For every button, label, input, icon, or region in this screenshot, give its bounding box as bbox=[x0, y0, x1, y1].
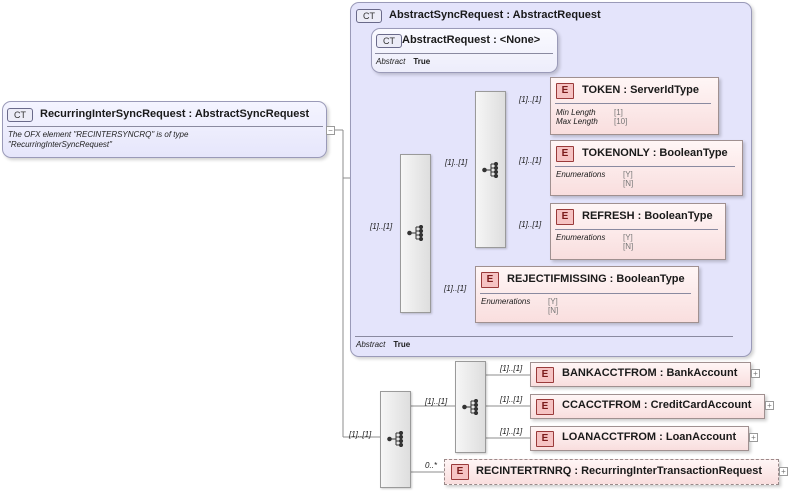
rejectifmissing-enum-y: [Y] bbox=[548, 297, 558, 306]
rejectifmissing-title: REJECTIFMISSING : BooleanType bbox=[507, 273, 685, 285]
tokenonly-element[interactable]: E TOKENONLY : BooleanType Enumerations [… bbox=[550, 140, 743, 196]
element-icon: E bbox=[451, 464, 469, 480]
sequence-icon bbox=[482, 162, 499, 178]
root-type-note: The OFX element "RECINTERSYNCRQ" is of t… bbox=[8, 130, 189, 149]
tokenonly-card: [1]..[1] bbox=[519, 156, 542, 165]
rejectifmissing-element[interactable]: E REJECTIFMISSING : BooleanType Enumerat… bbox=[475, 266, 699, 323]
rejectifmissing-enumerations: Enumerations bbox=[481, 297, 531, 306]
divider bbox=[480, 293, 691, 294]
element-icon: E bbox=[536, 367, 554, 383]
element-icon: E bbox=[536, 431, 554, 447]
ccacctfrom-card: [1]..[1] bbox=[500, 395, 523, 404]
token-element[interactable]: E TOKEN : ServerIdType Min Length [1] Ma… bbox=[550, 77, 719, 135]
main-sequence-card: [1]..[1] bbox=[370, 222, 393, 231]
expand-icon[interactable]: + bbox=[765, 401, 774, 410]
tokenonly-enum-n: [N] bbox=[623, 179, 634, 188]
root-type-title: RecurringInterSyncRequest : AbstractSync… bbox=[40, 108, 310, 120]
recintertrnrq-element[interactable]: E RECINTERTRNRQ : RecurringInterTransact… bbox=[444, 459, 779, 485]
lower-sequence-card: [1]..[1] bbox=[349, 430, 372, 439]
expand-icon[interactable]: + bbox=[779, 467, 788, 476]
divider bbox=[555, 166, 735, 167]
token-title: TOKEN : ServerIdType bbox=[582, 84, 699, 96]
ccacctfrom-title: CCACCTFROM : CreditCardAccount bbox=[562, 399, 752, 411]
expand-icon[interactable]: + bbox=[749, 433, 758, 442]
ct-icon: CT bbox=[356, 9, 382, 23]
sync-request-title: AbstractSyncRequest : AbstractRequest bbox=[389, 9, 601, 21]
tokenonly-enumerations: Enumerations bbox=[556, 170, 606, 179]
tokenonly-enum-y: [Y] bbox=[623, 170, 633, 179]
lower-sequence[interactable] bbox=[380, 391, 411, 488]
collapse-toggle-icon[interactable]: − bbox=[326, 126, 335, 135]
token-facet-min-value: [1] bbox=[614, 108, 623, 117]
bankacctfrom-card: [1]..[1] bbox=[500, 364, 523, 373]
choice-sequence-card: [1]..[1] bbox=[425, 397, 448, 406]
divider bbox=[375, 53, 553, 54]
refresh-card: [1]..[1] bbox=[519, 220, 542, 229]
token-card: [1]..[1] bbox=[519, 95, 542, 104]
inner-sequence-card: [1]..[1] bbox=[445, 158, 468, 167]
bankacctfrom-title: BANKACCTFROM : BankAccount bbox=[562, 367, 738, 379]
loanacctfrom-title: LOANACCTFROM : LoanAccount bbox=[562, 431, 737, 443]
refresh-enumerations: Enumerations bbox=[556, 233, 606, 242]
root-type-box[interactable]: CT RecurringInterSyncRequest : AbstractS… bbox=[2, 101, 327, 158]
element-icon: E bbox=[481, 272, 499, 288]
divider bbox=[555, 103, 711, 104]
refresh-enum-y: [Y] bbox=[623, 233, 633, 242]
element-icon: E bbox=[556, 146, 574, 162]
rejectifmissing-card: [1]..[1] bbox=[444, 284, 467, 293]
bankacctfrom-element[interactable]: E BANKACCTFROM : BankAccount bbox=[530, 362, 751, 387]
divider bbox=[555, 229, 718, 230]
sequence-icon bbox=[407, 225, 424, 241]
ccacctfrom-element[interactable]: E CCACCTFROM : CreditCardAccount bbox=[530, 394, 765, 419]
refresh-title: REFRESH : BooleanType bbox=[582, 210, 713, 222]
refresh-element[interactable]: E REFRESH : BooleanType Enumerations [Y]… bbox=[550, 203, 726, 260]
tokenonly-title: TOKENONLY : BooleanType bbox=[582, 147, 728, 159]
token-facet-max-value: [10] bbox=[614, 117, 628, 126]
divider bbox=[7, 126, 323, 127]
element-icon: E bbox=[536, 399, 554, 415]
element-icon: E bbox=[556, 209, 574, 225]
rejectifmissing-enum-n: [N] bbox=[548, 306, 559, 315]
token-facet-min: Min Length bbox=[556, 108, 596, 117]
ct-icon: CT bbox=[7, 108, 33, 122]
sequence-icon bbox=[387, 431, 404, 447]
refresh-enum-n: [N] bbox=[623, 242, 634, 251]
recintertrnrq-title: RECINTERTRNRQ : RecurringInterTransactio… bbox=[476, 465, 763, 477]
choice-sequence[interactable] bbox=[455, 361, 486, 453]
abstract-request-title: AbstractRequest : <None> bbox=[402, 34, 541, 46]
loanacctfrom-card: [1]..[1] bbox=[500, 427, 523, 436]
recintertrnrq-card: 0..* bbox=[425, 461, 438, 470]
inner-sequence[interactable] bbox=[475, 91, 506, 248]
element-icon: E bbox=[556, 83, 574, 99]
main-sequence[interactable] bbox=[400, 154, 431, 313]
sequence-icon bbox=[462, 399, 479, 415]
expand-icon[interactable]: + bbox=[751, 369, 760, 378]
ct-icon: CT bbox=[376, 34, 402, 48]
token-facet-max: Max Length bbox=[556, 117, 598, 126]
loanacctfrom-element[interactable]: E LOANACCTFROM : LoanAccount bbox=[530, 426, 749, 451]
divider bbox=[355, 336, 733, 337]
